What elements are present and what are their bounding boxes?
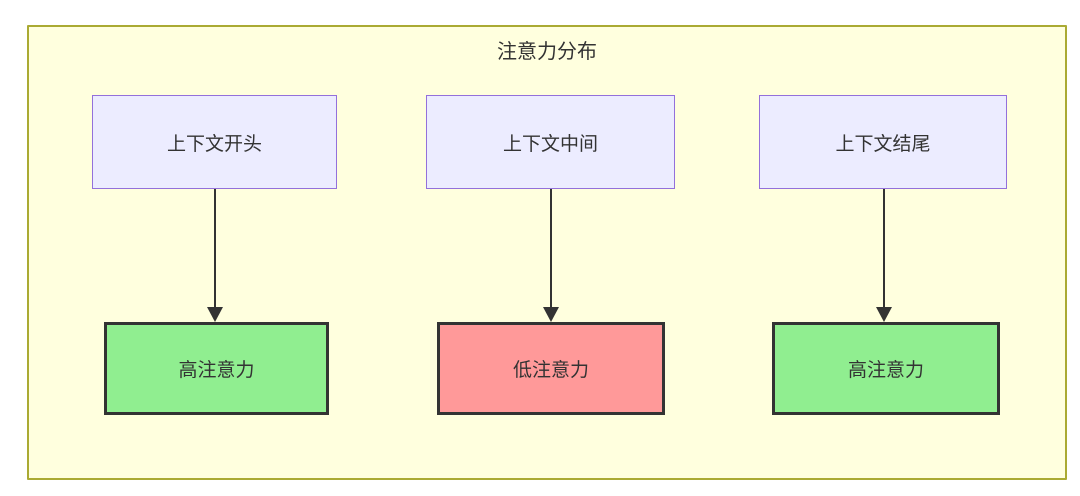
arrow-context-middle-to-low bbox=[543, 189, 559, 322]
diagram-container: 注意力分布 上下文开头 上下文中间 上下文结尾 高注意力 bbox=[27, 25, 1067, 480]
node-high-attention-1-label: 高注意力 bbox=[178, 360, 255, 381]
node-context-middle-label: 上下文中间 bbox=[502, 133, 598, 155]
diagram-title: 注意力分布 bbox=[497, 41, 597, 63]
node-high-attention-1: 高注意力 bbox=[104, 322, 329, 415]
node-context-middle: 上下文中间 bbox=[426, 95, 675, 189]
node-high-attention-2-label: 高注意力 bbox=[847, 360, 924, 381]
node-context-end: 上下文结尾 bbox=[759, 95, 1007, 189]
node-context-start-label: 上下文开头 bbox=[166, 133, 262, 155]
node-low-attention: 低注意力 bbox=[437, 322, 665, 415]
arrow-context-end-to-high bbox=[876, 189, 892, 322]
node-context-end-label: 上下文结尾 bbox=[835, 133, 931, 155]
arrow-context-start-to-high bbox=[207, 189, 223, 322]
node-high-attention-2: 高注意力 bbox=[772, 322, 1000, 415]
node-low-attention-label: 低注意力 bbox=[512, 360, 589, 381]
node-context-start: 上下文开头 bbox=[92, 95, 337, 189]
